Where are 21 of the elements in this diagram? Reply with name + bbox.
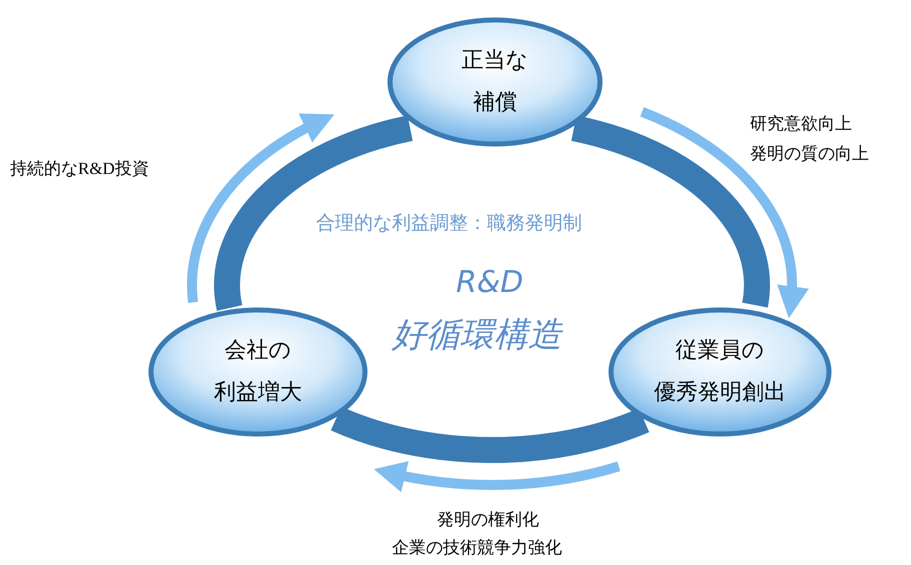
curved-arrow [640,107,808,318]
caption-text: R&D [456,268,524,298]
bubble-ellipse [608,307,832,437]
bubble-text: 正当な [462,50,528,72]
bubble-ellipse [148,307,368,437]
caption-text: 研究意欲向上 [750,116,852,133]
bubble-text: 利益増大 [214,382,302,404]
bubble-text: 従業員の [676,340,764,362]
caption-text: 発明の質の向上 [750,146,869,163]
cycle-ring-segment [570,115,770,306]
caption-text: 好循環構造 [392,318,562,352]
bubble-text: 補償 [473,92,517,114]
caption-text: 合理的な利益調整：職務発明制 [316,214,582,233]
curved-arrow [187,114,334,303]
bubble-text: 会社の [224,340,292,362]
caption-text: 持続的なR&D投資 [10,160,149,177]
curved-arrow [374,460,620,492]
caption-text: 企業の技術競争力強化 [392,540,562,557]
bubble-text: 優秀発明創出 [654,382,786,404]
caption-text: 発明の権利化 [437,512,539,529]
bubble-ellipse [387,17,603,147]
